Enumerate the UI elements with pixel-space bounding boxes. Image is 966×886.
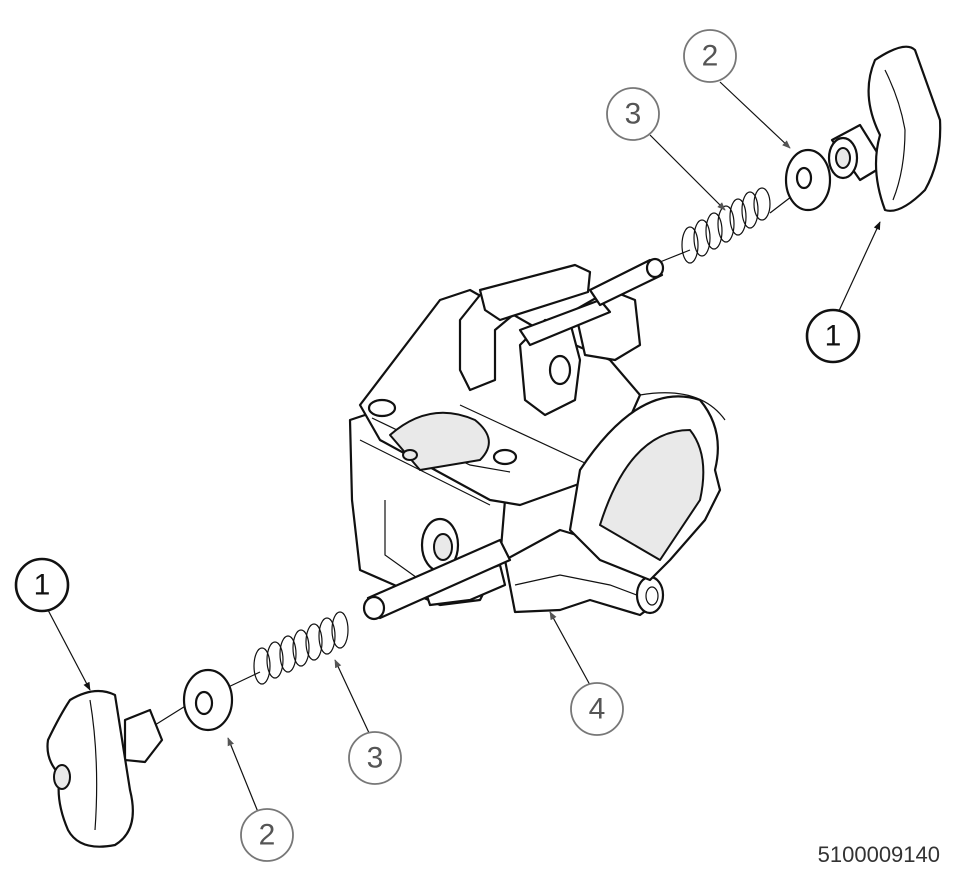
callout-3-right-label: 3 (625, 98, 642, 131)
callout-2-right-label: 2 (702, 40, 719, 73)
callout-4-label: 4 (589, 693, 606, 726)
callout-2-right: 2 (683, 29, 737, 83)
knob-right (827, 45, 942, 212)
callout-1-right: 1 (805, 308, 861, 364)
callout-3-left: 3 (348, 731, 402, 785)
leader-lines (47, 81, 881, 813)
callout-2-left: 2 (240, 808, 294, 862)
callout-4: 4 (570, 682, 624, 736)
pin-left (362, 538, 512, 621)
knob-left (46, 689, 164, 848)
assembly-axis-right (659, 189, 801, 263)
spring-right (681, 187, 771, 264)
washer-right (784, 148, 832, 212)
callout-1-right-label: 1 (825, 320, 842, 353)
clamp-body (348, 263, 726, 617)
part-number: 5100009140 (818, 842, 940, 867)
callout-1-left: 1 (14, 557, 70, 613)
washer-left (182, 668, 234, 732)
callout-3-right: 3 (606, 87, 660, 141)
callout-1-left-label: 1 (34, 569, 51, 602)
callout-3-left-label: 3 (367, 742, 384, 775)
pin-right (588, 257, 665, 307)
spring-left (253, 611, 349, 685)
callout-2-left-label: 2 (259, 819, 276, 852)
